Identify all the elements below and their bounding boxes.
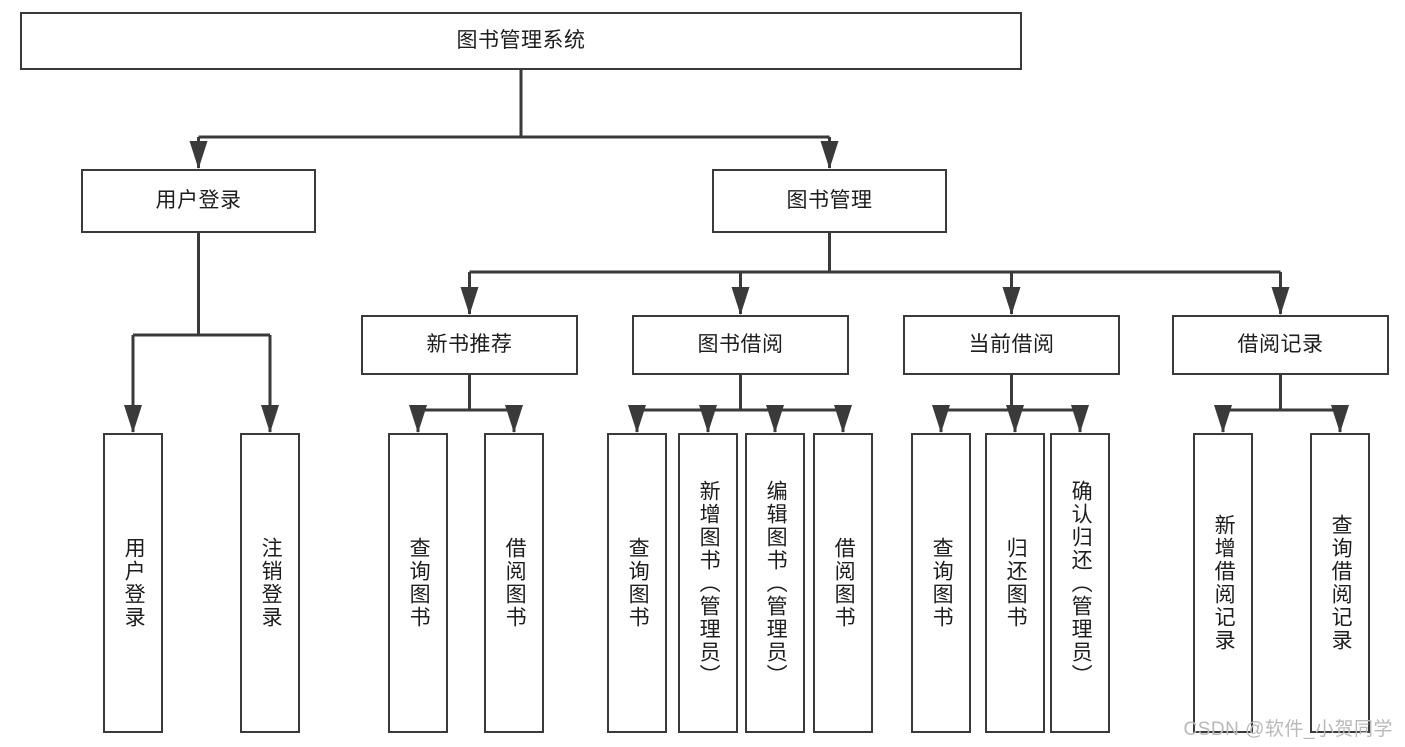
node-leaf-rec-borrow[interactable]: 借阅图书 <box>484 433 544 733</box>
node-leaf-cb-confirm[interactable]: 确认归还（管理员） <box>1050 433 1110 733</box>
node-borrow-record[interactable]: 借阅记录 <box>1172 315 1389 375</box>
node-book-borrow[interactable]: 图书借阅 <box>632 315 849 375</box>
node-leaf-bb-query[interactable]: 查询图书 <box>607 433 667 733</box>
node-new-book-rec[interactable]: 新书推荐 <box>361 315 578 375</box>
arrowhead-leaf-user-login <box>124 405 142 433</box>
node-user-login[interactable]: 用户登录 <box>81 169 316 233</box>
arrowhead-current-borrow <box>1002 287 1021 315</box>
arrowhead-leaf-rec-query <box>409 405 427 433</box>
arrowhead-leaf-cb-query <box>932 405 950 433</box>
arrowhead-leaf-br-query <box>1331 405 1349 433</box>
node-label-leaf-br-add: 新增借阅记录 <box>1212 514 1236 652</box>
node-label-root: 图书管理系统 <box>456 29 586 53</box>
arrowhead-leaf-bb-query <box>628 405 646 433</box>
node-leaf-bb-add[interactable]: 新增图书（管理员） <box>678 433 738 733</box>
node-label-book-borrow: 图书借阅 <box>697 333 784 357</box>
arrowhead-leaf-bb-borrow <box>834 405 852 433</box>
node-book-manage[interactable]: 图书管理 <box>712 169 947 233</box>
node-leaf-bb-edit[interactable]: 编辑图书（管理员） <box>745 433 805 733</box>
node-label-leaf-rec-borrow: 借阅图书 <box>503 537 527 629</box>
node-label-new-book-rec: 新书推荐 <box>426 333 513 357</box>
node-leaf-br-query[interactable]: 查询借阅记录 <box>1310 433 1370 733</box>
node-label-leaf-br-query: 查询借阅记录 <box>1329 514 1353 652</box>
node-label-current-borrow: 当前借阅 <box>968 333 1055 357</box>
node-label-borrow-record: 借阅记录 <box>1237 333 1324 357</box>
arrowhead-borrow-record <box>1271 287 1290 315</box>
node-label-leaf-bb-edit: 编辑图书（管理员） <box>764 479 788 687</box>
node-leaf-user-logout[interactable]: 注销登录 <box>240 433 300 733</box>
node-leaf-user-login[interactable]: 用户登录 <box>103 433 163 733</box>
arrowhead-leaf-br-add <box>1214 405 1232 433</box>
node-label-leaf-user-logout: 注销登录 <box>259 537 283 629</box>
node-label-leaf-bb-query: 查询图书 <box>626 537 650 629</box>
node-leaf-cb-return[interactable]: 归还图书 <box>985 433 1045 733</box>
arrowhead-user-login <box>189 141 208 169</box>
arrowhead-leaf-bb-add <box>699 405 717 433</box>
node-label-leaf-bb-add: 新增图书（管理员） <box>697 479 721 687</box>
node-current-borrow[interactable]: 当前借阅 <box>903 315 1120 375</box>
arrowhead-book-borrow <box>731 287 750 315</box>
arrowhead-new-book-rec <box>460 287 479 315</box>
arrowhead-leaf-cb-confirm <box>1071 405 1089 433</box>
node-label-book-manage: 图书管理 <box>786 189 873 213</box>
node-leaf-rec-query[interactable]: 查询图书 <box>388 433 448 733</box>
node-label-user-login: 用户登录 <box>155 189 242 213</box>
node-leaf-br-add[interactable]: 新增借阅记录 <box>1193 433 1253 733</box>
arrowhead-leaf-rec-borrow <box>505 405 523 433</box>
node-label-leaf-cb-query: 查询图书 <box>930 537 954 629</box>
node-root[interactable]: 图书管理系统 <box>20 12 1022 70</box>
arrowhead-book-manage <box>820 141 839 169</box>
node-label-leaf-user-login: 用户登录 <box>122 537 146 629</box>
node-label-leaf-bb-borrow: 借阅图书 <box>832 537 856 629</box>
arrowhead-leaf-bb-edit <box>766 405 784 433</box>
node-label-leaf-cb-confirm: 确认归还（管理员） <box>1069 479 1093 687</box>
arrowhead-leaf-user-logout <box>261 405 279 433</box>
node-leaf-cb-query[interactable]: 查询图书 <box>911 433 971 733</box>
node-label-leaf-cb-return: 归还图书 <box>1004 537 1028 629</box>
node-label-leaf-rec-query: 查询图书 <box>407 537 431 629</box>
node-leaf-bb-borrow[interactable]: 借阅图书 <box>813 433 873 733</box>
arrowhead-leaf-cb-return <box>1006 405 1024 433</box>
